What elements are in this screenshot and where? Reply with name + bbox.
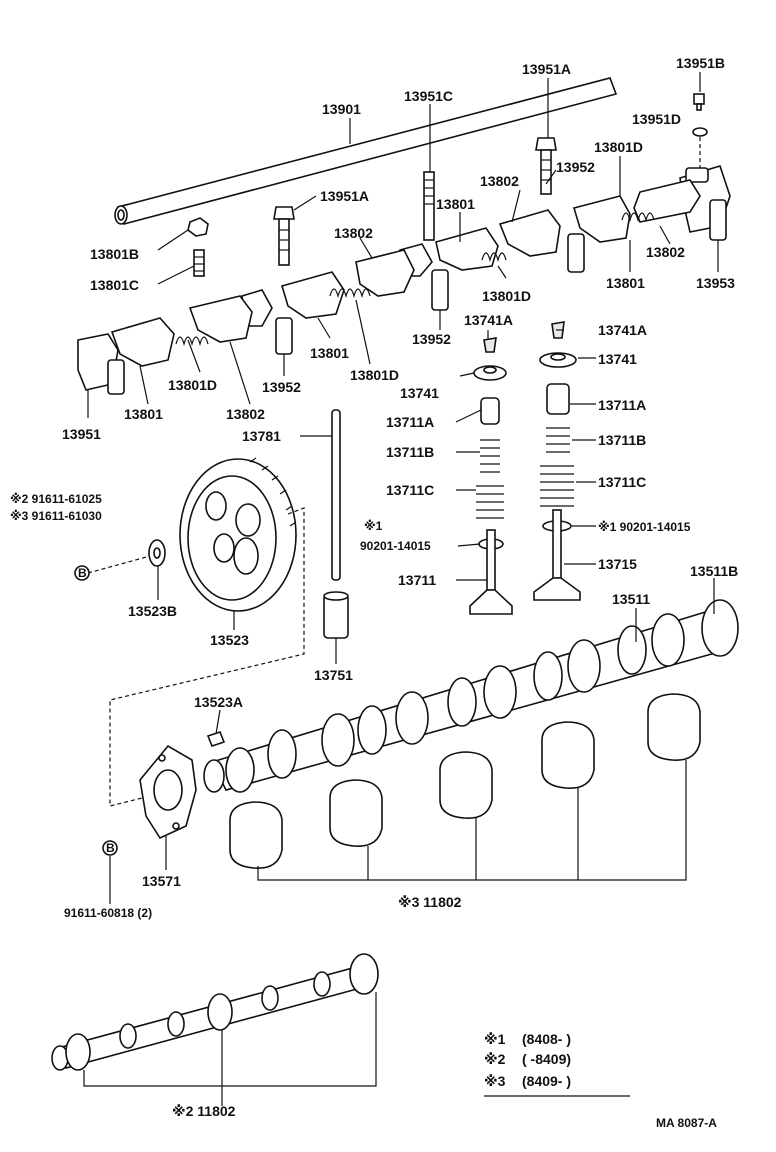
label-note3-11802: ※3 11802 [398, 894, 462, 910]
push-rod-13781 [331, 409, 341, 581]
label-13801d-mid-left: 13801D [350, 367, 399, 383]
thrust-plate-13571 [139, 744, 197, 840]
label-13802-left: 13802 [226, 406, 265, 422]
part-labels: 13901 13951C 13951A 13951B 13951D 13801D… [10, 55, 738, 1130]
label-13511b: 13511B [690, 563, 738, 579]
label-13715: 13715 [598, 556, 637, 572]
label-13801d-left: 13801D [168, 377, 217, 393]
note-1-text: (8408- ) [522, 1031, 571, 1047]
label-13711c-left: 13711C [386, 482, 434, 498]
label-13741-right: 13741 [598, 351, 637, 367]
label-13523a: 13523A [194, 694, 243, 710]
label-91611-60818: 91611-60818 (2) [64, 906, 152, 920]
bolt-13951a-top [535, 137, 557, 195]
label-13952-left: 13952 [262, 379, 301, 395]
nut-13801b [187, 217, 209, 237]
label-13801-left: 13801 [124, 406, 163, 422]
label-13711a-left: 13711A [386, 414, 434, 430]
label-13523: 13523 [210, 632, 249, 648]
label-13523b: 13523B [128, 603, 177, 619]
label-13951b: 13951B [676, 55, 725, 71]
note-1-mark: ※1 [484, 1031, 506, 1047]
note-2-mark: ※2 [484, 1051, 506, 1067]
washer-13951d [692, 127, 708, 170]
label-13801d-mid: 13801D [482, 288, 531, 304]
label-note1-mark: ※1 [364, 519, 383, 533]
label-13711c-right: 13711C [598, 474, 646, 490]
label-note3-91611-61030: ※3 91611-61030 [10, 509, 102, 523]
bolt-13951b [693, 93, 705, 111]
label-note2-11802: ※2 11802 [172, 1103, 236, 1119]
label-note1-90201-14015: ※1 90201-14015 [598, 520, 691, 534]
label-13711b-right: 13711B [598, 432, 646, 448]
label-13801c: 13801C [90, 277, 139, 293]
valve-right-group [533, 321, 581, 601]
notes-legend: ※1 (8408- ) ※2 ( -8409) ※3 (8409- ) [484, 1031, 571, 1089]
camshaft-13511 [203, 599, 739, 793]
label-13802-mid: 13802 [334, 225, 373, 241]
circled-b-marker-upper: B [74, 565, 90, 581]
label-13801-top-mid: 13801 [436, 196, 475, 212]
label-13801b: 13801B [90, 246, 139, 262]
label-13801d-top-right: 13801D [594, 139, 643, 155]
camshaft-timing-gear [179, 457, 297, 612]
leader-lines [87, 72, 719, 1097]
label-13741a-right: 13741A [598, 322, 647, 338]
label-13951: 13951 [62, 426, 101, 442]
rocker-shaft [114, 77, 618, 225]
label-13711a-right: 13711A [598, 397, 646, 413]
valve-left-group [469, 337, 513, 615]
washer-13523b [148, 539, 166, 567]
label-13802-right: 13802 [646, 244, 685, 260]
circled-b-text-lower: B [106, 841, 115, 855]
note-2-text: ( -8409) [522, 1051, 571, 1067]
label-13951a-top: 13951A [522, 61, 571, 77]
label-ma-8087-a: MA 8087-A [656, 1116, 717, 1130]
label-13711: 13711 [398, 572, 436, 588]
label-13571: 13571 [142, 873, 181, 889]
label-13951a-mid: 13951A [320, 188, 369, 204]
label-13711b-left: 13711B [386, 444, 434, 460]
circled-b-marker-lower: B [102, 840, 118, 856]
circled-b-text-upper: B [78, 566, 87, 580]
screw-13801c [193, 249, 205, 277]
label-13511: 13511 [612, 591, 650, 607]
label-13781: 13781 [242, 428, 281, 444]
note-3-mark: ※3 [484, 1073, 506, 1089]
label-13953: 13953 [696, 275, 735, 291]
label-13751: 13751 [314, 667, 353, 683]
label-13741a-left: 13741A [464, 312, 513, 328]
camshaft-bearings-11802 [229, 693, 701, 869]
label-13801-mid-left: 13801 [310, 345, 349, 361]
stud-bolt-13951c [423, 171, 435, 241]
label-13951d: 13951D [632, 111, 681, 127]
label-13901: 13901 [322, 101, 361, 117]
label-13802-top-mid: 13802 [480, 173, 519, 189]
key-13523a [206, 731, 226, 747]
rocker-assembly [77, 165, 731, 395]
label-13801-right: 13801 [606, 275, 645, 291]
note-3-text: (8409- ) [522, 1073, 571, 1089]
label-note2-91611-61025: ※2 91611-61025 [10, 492, 102, 506]
label-13952-mid: 13952 [412, 331, 451, 347]
bolt-13951a-mid [273, 206, 295, 266]
label-90201-14015: 90201-14015 [360, 539, 431, 553]
label-13741-left: 13741 [400, 385, 439, 401]
camshaft-lower-variant [51, 953, 379, 1071]
valve-lifter-13751 [323, 591, 349, 639]
label-13951c: 13951C [404, 88, 453, 104]
label-13952-top-right: 13952 [556, 159, 595, 175]
